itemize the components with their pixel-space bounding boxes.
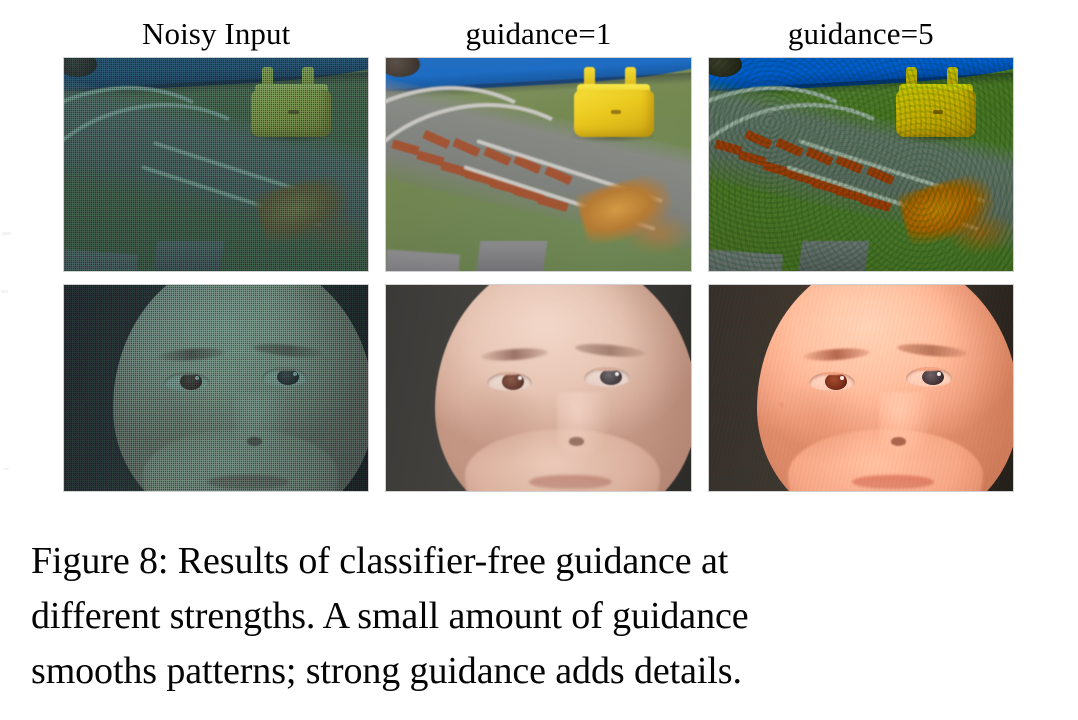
noise-grain bbox=[64, 58, 369, 271]
column-header-row: Noisy Input guidance=1 guidance=5 bbox=[64, 14, 1013, 56]
scan-artifact bbox=[2, 232, 11, 235]
column-header-guidance-5: guidance=5 bbox=[787, 16, 934, 51]
caption-line: smooths patterns; strong guidance adds d… bbox=[31, 650, 742, 692]
noise-grain bbox=[64, 58, 369, 271]
panel-train-guidance-5 bbox=[708, 58, 1013, 271]
figure-row-train bbox=[64, 58, 1013, 271]
panel-face-noisy-input bbox=[64, 285, 369, 491]
panel-face-guidance-5 bbox=[708, 285, 1013, 491]
figure-image-grid bbox=[64, 58, 1013, 491]
noise-grain bbox=[64, 58, 369, 271]
caption-line: different strengths. A small amount of g… bbox=[31, 595, 749, 637]
caption-line: Figure 8: Results of classifier-free gui… bbox=[31, 540, 729, 582]
smoothing-layer bbox=[386, 58, 691, 271]
column-header-guidance-1: guidance=1 bbox=[465, 16, 612, 51]
panel-face-guidance-1 bbox=[386, 285, 691, 491]
noise-grain bbox=[64, 285, 369, 491]
panel-train-noisy-input bbox=[64, 58, 369, 271]
noise-color-cast bbox=[64, 58, 369, 271]
figure-row-face bbox=[64, 285, 1013, 491]
contrast-boost bbox=[708, 285, 1013, 491]
noise-grain bbox=[64, 285, 369, 491]
scan-artifact bbox=[3, 468, 9, 470]
panel-train-guidance-1 bbox=[386, 58, 691, 271]
figure-caption: Figure 8: Results of classifier-free gui… bbox=[31, 534, 1046, 699]
noise-color-cast bbox=[64, 285, 369, 491]
noise-grain bbox=[64, 285, 369, 491]
smoothing-layer bbox=[386, 285, 691, 491]
column-header-noisy-input: Noisy Input bbox=[141, 16, 291, 51]
scan-artifact bbox=[1, 290, 8, 293]
contrast-boost bbox=[708, 58, 1013, 271]
